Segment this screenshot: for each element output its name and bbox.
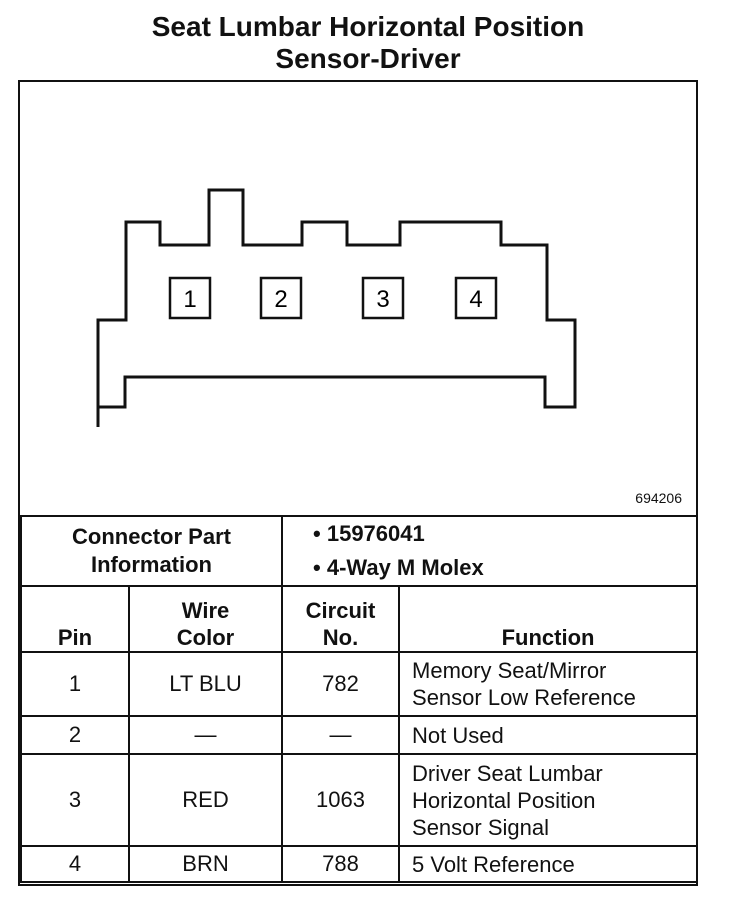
pin-4-label: 4: [469, 286, 482, 313]
pin-4-box: 4: [454, 276, 498, 320]
row2-pin: 2: [20, 715, 130, 755]
page-title: Seat Lumbar Horizontal Position: [151, 11, 585, 42]
table-row: 4 BRN 788 5 Volt Reference: [20, 845, 699, 883]
page-subtitle: Sensor-Driver: [275, 43, 461, 74]
connector-outline: [96, 188, 577, 427]
pin-1-label: 1: [183, 286, 196, 313]
row3-wire: RED: [127, 753, 284, 847]
pin-1-box: 1: [168, 276, 212, 320]
pin-2-box: 2: [259, 276, 303, 320]
row3-pin: 3: [20, 753, 130, 847]
header-pin: Pin: [20, 585, 130, 653]
row4-wire: BRN: [127, 845, 284, 883]
row1-pin: 1: [20, 651, 130, 717]
row2-function: Not Used: [398, 715, 699, 755]
row1-circuit: 782: [281, 651, 401, 717]
connector-part-number: • 15976041: [313, 521, 425, 546]
row4-function: 5 Volt Reference: [398, 845, 699, 883]
row2-wire: —: [127, 715, 284, 755]
connector-part-label: Connector Part Information: [19, 515, 284, 587]
row4-circuit: 788: [281, 845, 401, 883]
header-wire-color: Wire Color: [127, 585, 284, 653]
header-circuit: Circuit No.: [281, 585, 401, 653]
connector-info-row: Connector Part Information • 15976041 • …: [19, 515, 699, 587]
row1-wire: LT BLU: [127, 651, 284, 717]
table-row: 3 RED 1063 Driver Seat Lumbar Horizontal…: [20, 753, 699, 847]
table-row: 1 LT BLU 782 Memory Seat/Mirror Sensor L…: [20, 651, 699, 717]
connector-figure-frame: 1 2 3 4 694206 Connector Part Informatio…: [18, 80, 699, 886]
header-row: Pin Wire Color Circuit No. Function: [20, 585, 699, 653]
row3-circuit: 1063: [281, 753, 401, 847]
pin-3-box: 3: [361, 276, 405, 320]
connector-part-type: • 4-Way M Molex: [313, 555, 484, 580]
row1-function: Memory Seat/Mirror Sensor Low Reference: [398, 651, 699, 717]
connector-part-values: • 15976041 • 4-Way M Molex: [281, 515, 699, 587]
header-function: Function: [398, 585, 699, 653]
pin-2-label: 2: [274, 286, 287, 313]
pin-3-label: 3: [376, 286, 389, 313]
connector-table: Connector Part Information • 15976041 • …: [19, 515, 699, 883]
connector-diagram: 1 2 3 4: [96, 188, 577, 427]
figure-number: 694206: [635, 490, 682, 506]
row2-circuit: —: [281, 715, 401, 755]
row4-pin: 4: [20, 845, 130, 883]
row3-function: Driver Seat Lumbar Horizontal Position S…: [398, 753, 699, 847]
table-row: 2 — — Not Used: [20, 715, 699, 755]
